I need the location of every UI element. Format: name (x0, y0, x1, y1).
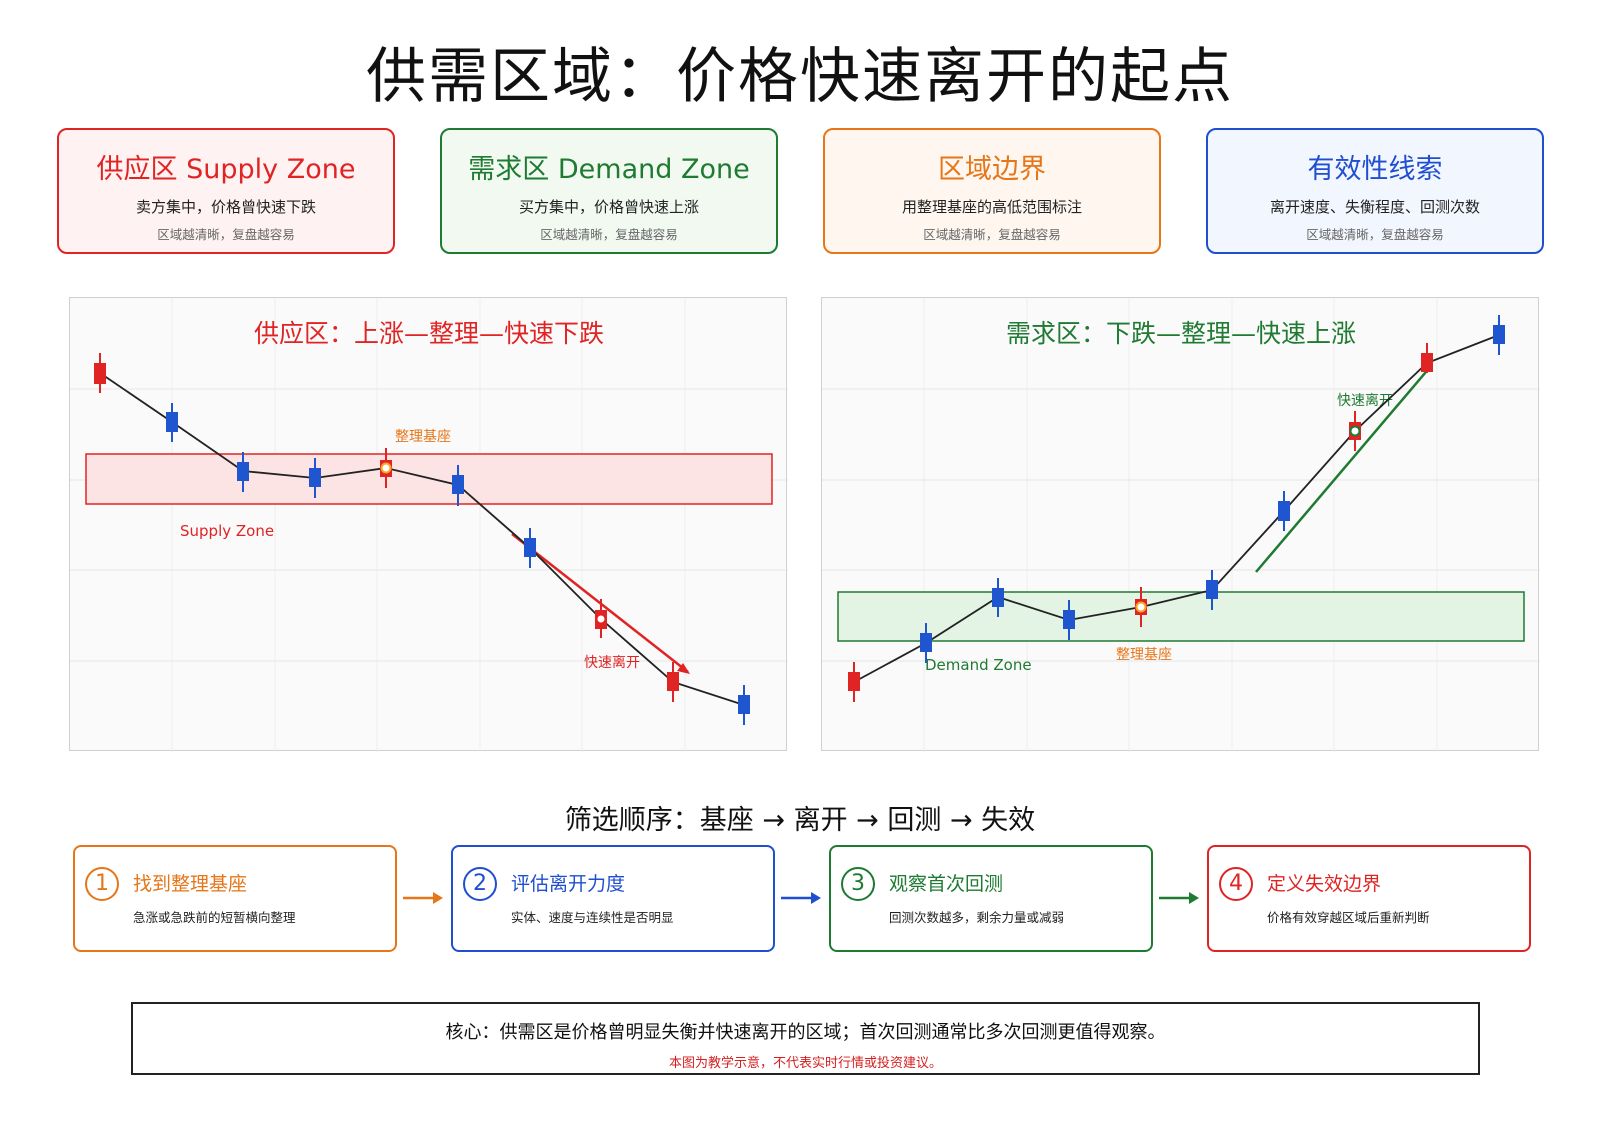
candle-body (1206, 580, 1218, 599)
supply-chart: 供应区：上涨—整理—快速下跌 Supply Zone 整理基座 快速离开 (70, 298, 788, 752)
demand-exit-arrow (1255, 365, 1432, 573)
card-demand-zone: 需求区 Demand Zone 买方集中，价格曾快速上涨 区域越清晰，复盘越容易 (440, 128, 778, 254)
demand-price-line (853, 334, 1500, 683)
step-desc: 急涨或急跌前的短暂横向整理 (133, 910, 296, 925)
supply-price-line (99, 372, 745, 706)
step-first-retest: 3 观察首次回测 回测次数越多，剩余力量或减弱 (829, 845, 1153, 952)
candle-body (1493, 325, 1505, 344)
step-title: 观察首次回测 (889, 873, 1004, 895)
base-marker (380, 462, 392, 474)
supply-chart-title: 供应区：上涨—整理—快速下跌 (254, 319, 604, 348)
candle-body (524, 538, 536, 557)
core-summary-box: 核心：供需区是价格曾明显失衡并快速离开的区域；首次回测通常比多次回测更值得观察。… (131, 1002, 1480, 1075)
card-zone-boundary: 区域边界 用整理基座的高低范围标注 区域越清晰，复盘越容易 (823, 128, 1161, 254)
page-title: 供需区域：价格快速离开的起点 (366, 42, 1234, 112)
card-supply-zone: 供应区 Supply Zone 卖方集中，价格曾快速下跌 区域越清晰，复盘越容易 (57, 128, 395, 254)
flow-arrow-icon (1159, 892, 1199, 904)
step-number: 2 (463, 867, 497, 901)
step-evaluate-exit: 2 评估离开力度 实体、速度与连续性是否明显 (451, 845, 775, 952)
demand-candles (848, 315, 1505, 702)
card-subtitle: 离开速度、失衡程度、回测次数 (1269, 198, 1480, 216)
step-desc: 实体、速度与连续性是否明显 (511, 910, 674, 925)
card-title: 需求区 Demand Zone (468, 154, 750, 185)
supply-exit-label: 快速离开 (584, 654, 640, 671)
candle-body (166, 412, 178, 432)
step-title: 定义失效边界 (1267, 873, 1382, 895)
grid (822, 298, 1540, 752)
supply-candles (94, 353, 750, 725)
base-marker (1135, 601, 1147, 613)
candle-body (1063, 610, 1075, 629)
card-validity-clues: 有效性线索 离开速度、失衡程度、回测次数 区域越清晰，复盘越容易 (1206, 128, 1544, 254)
candle-body (309, 468, 321, 487)
step-title: 找到整理基座 (133, 873, 248, 895)
demand-chart-panel: 需求区：下跌—整理—快速上涨 Demand Zone 整理基座 快速离开 (821, 297, 1540, 752)
candle-body (237, 462, 249, 481)
base-marker (595, 613, 607, 625)
supply-base-label: 整理基座 (395, 428, 451, 445)
step-desc: 回测次数越多，剩余力量或减弱 (889, 910, 1065, 925)
flow-arrow-icon (781, 892, 821, 904)
supply-chart-panel: 供应区：上涨—整理—快速下跌 Supply Zone 整理基座 快速离开 (69, 297, 788, 752)
base-marker (1349, 425, 1361, 437)
card-subtitle: 用整理基座的高低范围标注 (901, 198, 1082, 216)
candle-body (94, 363, 106, 384)
supply-zone-label: Supply Zone (180, 522, 274, 540)
card-note: 区域越清晰，复盘越容易 (1306, 227, 1444, 242)
step-number: 1 (85, 867, 119, 901)
step-title: 评估离开力度 (511, 873, 626, 895)
candle-body (667, 672, 679, 691)
flow-title: 筛选顺序：基座 → 离开 → 回测 → 失效 (564, 805, 1036, 836)
card-note: 区域越清晰，复盘越容易 (923, 227, 1061, 242)
step-number: 3 (841, 867, 875, 901)
demand-chart: 需求区：下跌—整理—快速上涨 Demand Zone 整理基座 快速离开 (822, 298, 1540, 752)
demand-zone-rect (837, 591, 1525, 642)
candle-body (1421, 353, 1433, 372)
card-title: 区域边界 (938, 154, 1046, 185)
step-invalidation: 4 定义失效边界 价格有效穿越区域后重新判断 (1207, 845, 1531, 952)
step-find-base: 1 找到整理基座 急涨或急跌前的短暂横向整理 (73, 845, 397, 952)
step-desc: 价格有效穿越区域后重新判断 (1267, 910, 1430, 925)
candle-body (452, 475, 464, 494)
card-subtitle: 卖方集中，价格曾快速下跌 (135, 198, 316, 216)
demand-exit-label: 快速离开 (1337, 392, 1393, 409)
card-note: 区域越清晰，复盘越容易 (540, 227, 678, 242)
demand-chart-title: 需求区：下跌—整理—快速上涨 (1006, 319, 1356, 348)
core-text: 核心：供需区是价格曾明显失衡并快速离开的区域；首次回测通常比多次回测更值得观察。 (445, 1022, 1166, 1043)
candle-body (738, 695, 750, 714)
candle-body (992, 588, 1004, 607)
flow-arrow-icon (403, 892, 443, 904)
card-title: 有效性线索 (1307, 154, 1443, 185)
core-disclaimer: 本图为教学示意，不代表实时行情或投资建议。 (668, 1056, 942, 1071)
candle-body (920, 633, 932, 652)
card-title: 供应区 Supply Zone (96, 154, 356, 185)
step-number: 4 (1219, 867, 1253, 901)
demand-zone-label: Demand Zone (925, 656, 1032, 674)
candle-body (848, 672, 860, 691)
supply-exit-arrowhead (677, 663, 690, 674)
demand-base-label: 整理基座 (1116, 646, 1172, 663)
candle-body (1278, 501, 1290, 521)
card-note: 区域越清晰，复盘越容易 (157, 227, 295, 242)
card-subtitle: 买方集中，价格曾快速上涨 (518, 198, 699, 216)
